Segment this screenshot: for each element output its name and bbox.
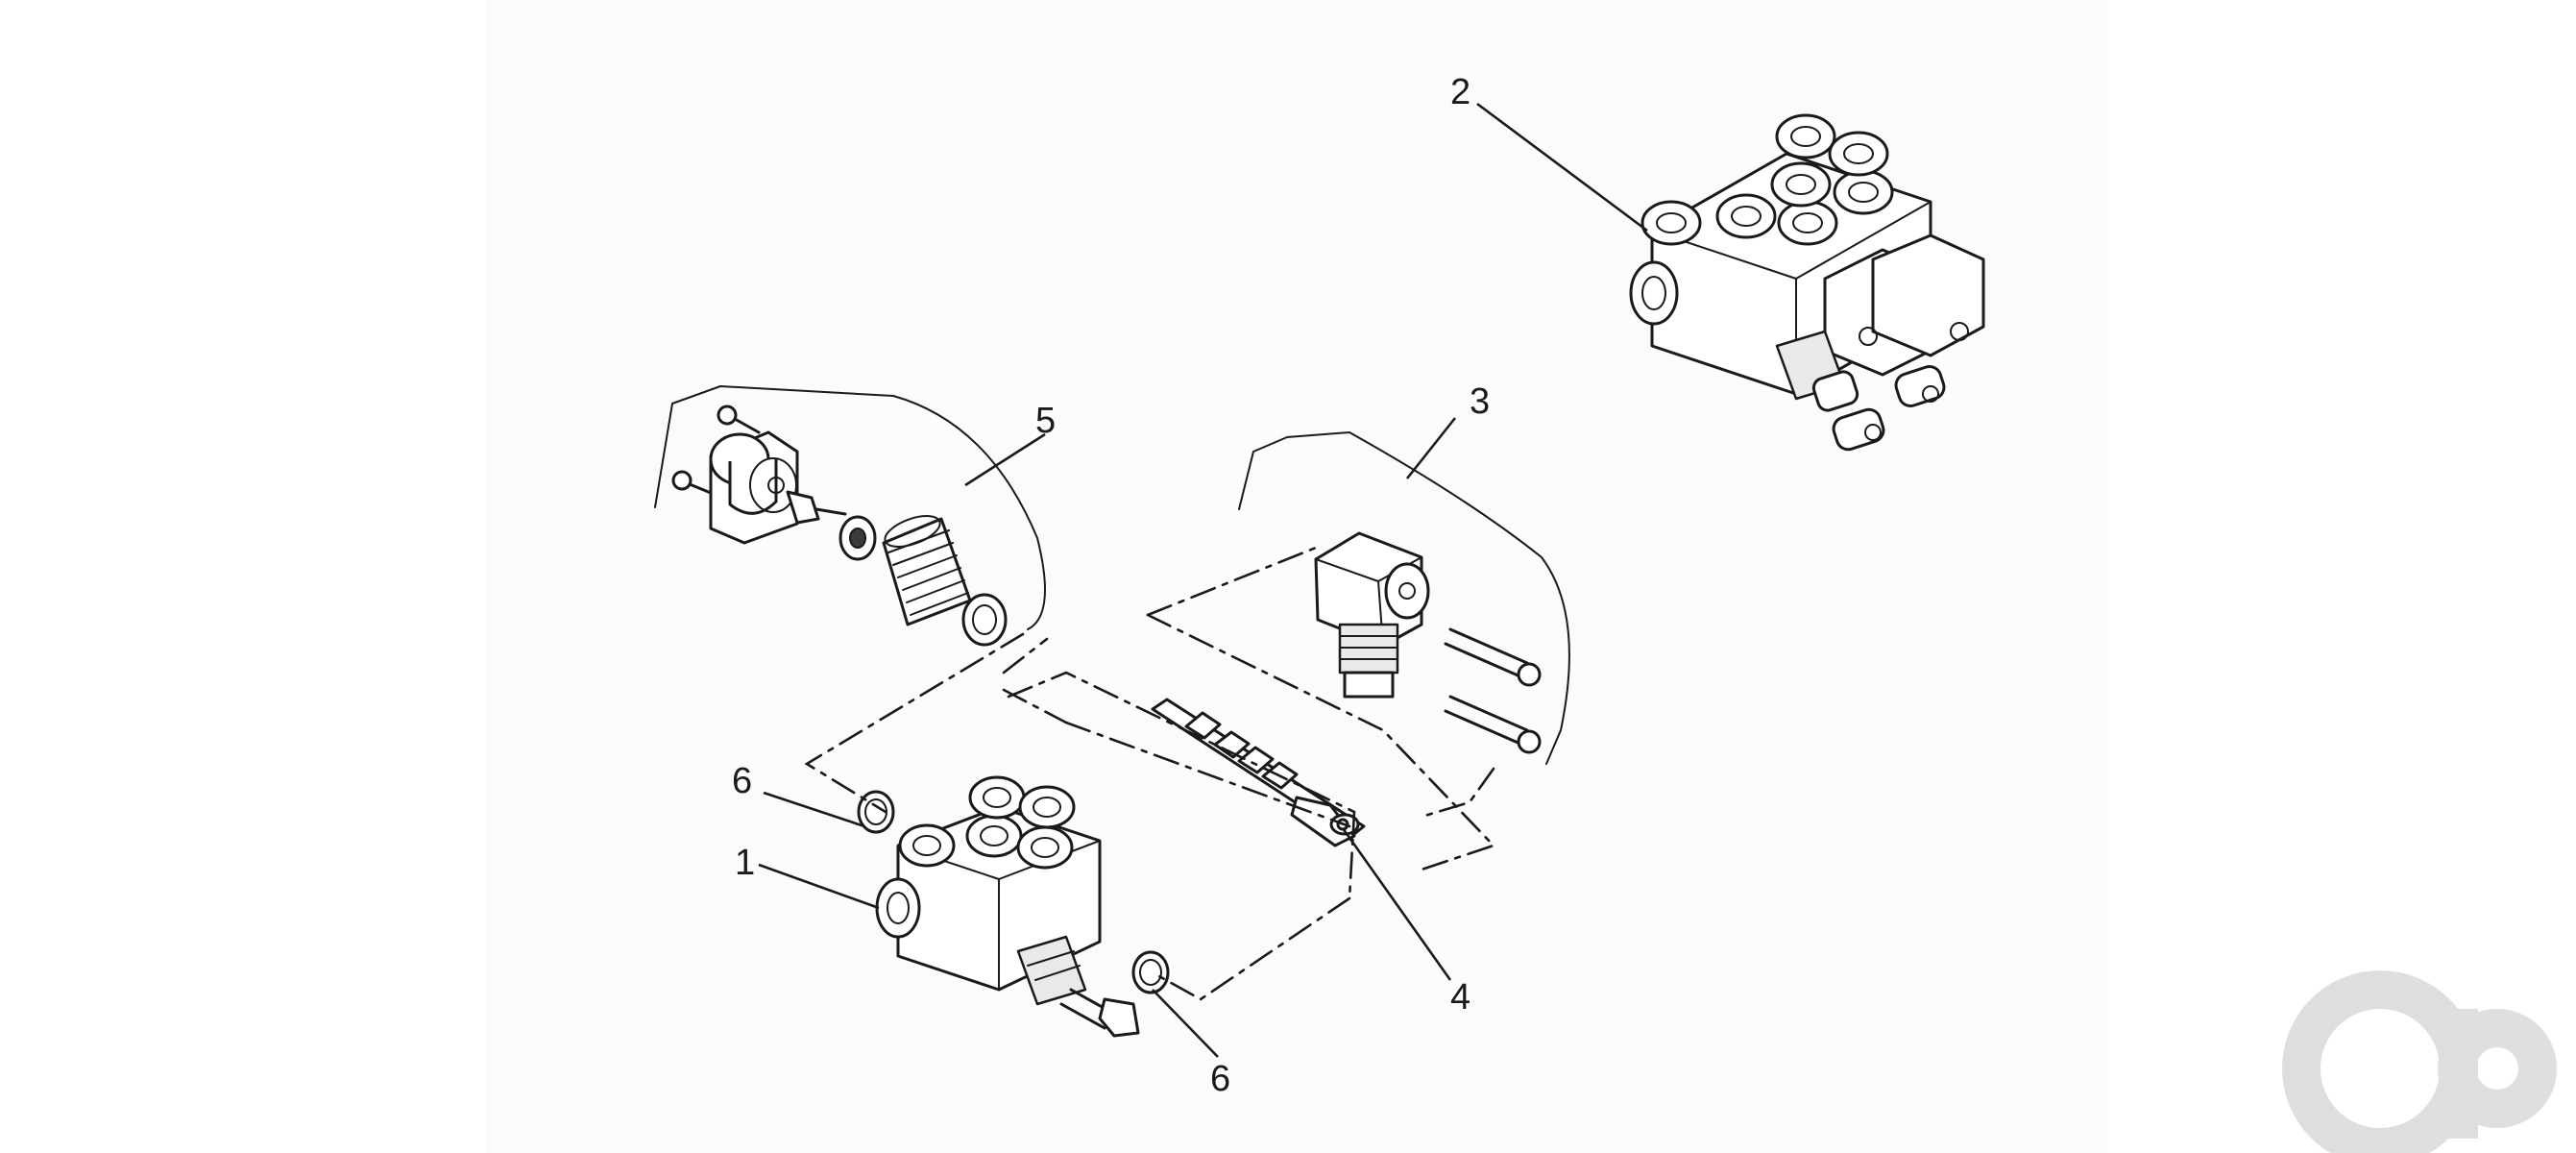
group-outline-part-5: [654, 385, 1046, 630]
group-outline-part-3: [1238, 431, 1570, 765]
assembly-centerlines: [804, 546, 1496, 1001]
spool-part-4: [1151, 698, 1366, 847]
callout-labels: 1 2 3 4 5 6 6: [732, 72, 1490, 1099]
callout-6a: 6: [732, 761, 752, 801]
callout-6b: 6: [1210, 1059, 1230, 1099]
ao-logo-watermark: [2282, 970, 2557, 1153]
spool-cap-bolts: [1444, 627, 1542, 754]
callout-leaders: [758, 102, 1648, 1058]
valve-section-part-1: [875, 775, 1140, 1038]
relief-valve-part-5: [671, 405, 1008, 647]
callout-1: 1: [735, 843, 755, 883]
o-ring-part-6-lower: [1131, 950, 1170, 994]
valve-2-port-bosses: [1640, 113, 1894, 246]
spool-lands: [1184, 711, 1299, 790]
spool-cap-part-3: [1314, 531, 1542, 754]
callout-5: 5: [1035, 401, 1056, 441]
callout-4: 4: [1450, 977, 1470, 1018]
callout-3: 3: [1470, 381, 1490, 422]
assembled-valve-part-2: [1629, 113, 1985, 452]
relief-valve-bolts: [671, 405, 761, 497]
relief-valve-spring: [882, 515, 972, 626]
valve-1-port-bosses: [898, 775, 1076, 870]
callout-2: 2: [1450, 72, 1470, 112]
